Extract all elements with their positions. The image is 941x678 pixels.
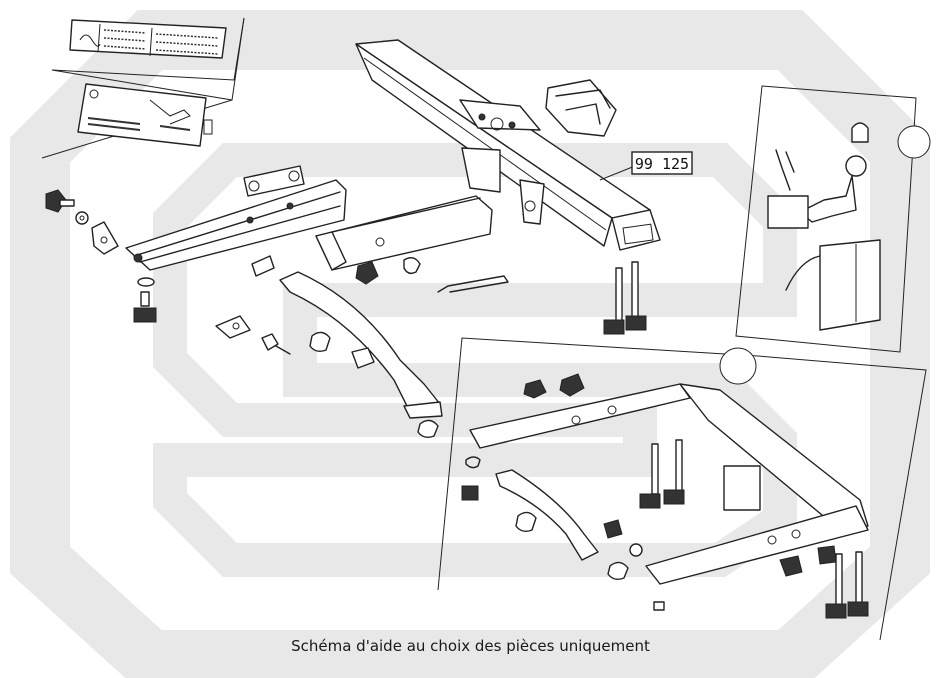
part-number-label: 99 125 [635, 155, 689, 173]
left-side-rail [125, 165, 347, 271]
support-strut-left [279, 271, 443, 439]
towball-inset [735, 85, 931, 353]
center-bolts [603, 261, 647, 335]
center-hardware [215, 255, 509, 355]
diagram-caption: Schéma d'aide au choix des pièces unique… [291, 637, 650, 655]
left-hardware [45, 189, 157, 323]
lower-frame-inset [437, 337, 927, 641]
square-tube [315, 195, 493, 271]
label-stickers [41, 17, 245, 159]
mounting-bracket [545, 79, 617, 137]
main-crossbeam [355, 39, 661, 251]
warning-label [77, 83, 207, 147]
part-number-tag: 99 125 [631, 151, 693, 175]
instruction-label [69, 19, 227, 59]
